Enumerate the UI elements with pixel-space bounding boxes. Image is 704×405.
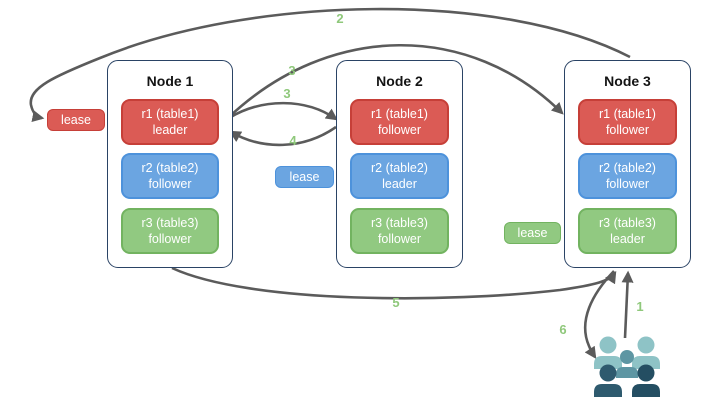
node-2-replica-r2: r2 (table2) leader: [350, 153, 449, 199]
arrow-step-2-node3-to-lease1: [29, 7, 631, 122]
users-group-icon: [594, 336, 660, 397]
replica-role: follower: [377, 232, 422, 246]
replica-role: follower: [605, 123, 650, 137]
node-3-title: Node 3: [604, 73, 651, 89]
replica-name: r1 (table1): [141, 106, 199, 121]
replica-role: follower: [148, 232, 192, 246]
person-body-icon: [594, 384, 622, 397]
person-head-icon: [637, 336, 655, 354]
node-1-replica-r2: r2 (table2) follower: [121, 153, 219, 199]
node-3-replica-r3: r3 (table3) leader: [578, 208, 677, 254]
arrow-step-3-node1-to-node2: [228, 101, 338, 121]
node-3-replica-r2: r2 (table2) follower: [578, 153, 677, 199]
lease-label: lease: [61, 113, 91, 127]
node-2: Node 2 r1 (table1) follower r2 (table2) …: [336, 60, 463, 268]
person-body-icon: [632, 356, 660, 369]
node-1: Node 1 r1 (table1) leader r2 (table2) fo…: [107, 60, 233, 268]
lease-badge-table1: lease: [47, 109, 105, 131]
lease-badge-table2: lease: [275, 166, 334, 188]
person-body-icon: [594, 356, 622, 369]
replica-role: follower: [148, 177, 192, 191]
arrow-step-1-clients-to-node3: [621, 270, 634, 339]
node-2-title: Node 2: [376, 73, 423, 89]
flow-label-step-5: 5: [392, 295, 400, 310]
node-2-replica-r1: r1 (table1) follower: [350, 99, 449, 145]
lease-label: lease: [289, 170, 320, 184]
person-head-icon: [599, 364, 617, 382]
flow-label-step-1: 1: [636, 299, 644, 314]
node-1-replica-r1: r1 (table1) leader: [121, 99, 219, 145]
replica-role: follower: [605, 177, 650, 191]
flow-label-step-4: 4: [289, 133, 297, 148]
replica-name: r3 (table3): [371, 215, 428, 230]
replica-name: r2 (table2): [141, 160, 199, 175]
lease-badge-table3: lease: [504, 222, 561, 244]
arrow-step-4-node2-to-node1: [228, 125, 337, 147]
flow-label-step-3-to-node3: 3: [288, 63, 296, 78]
person-head-icon: [620, 350, 634, 364]
arrow-step-6-node3-to-clients: [583, 270, 615, 359]
lease-label: lease: [517, 226, 548, 240]
person-head-icon: [599, 336, 617, 354]
person-head-icon: [637, 364, 655, 382]
replica-name: r2 (table2): [371, 160, 428, 175]
replica-name: r2 (table2): [599, 160, 656, 175]
flow-label-step-2: 2: [336, 11, 344, 26]
arrow-step-3-node1-to-node3: [228, 44, 564, 118]
replica-name: r1 (table1): [599, 106, 656, 121]
node-3-replica-r1: r1 (table1) follower: [578, 99, 677, 145]
node-2-replica-r3: r3 (table3) follower: [350, 208, 449, 254]
replica-role: leader: [382, 177, 417, 191]
node-1-title: Node 1: [146, 73, 194, 89]
person-body-icon: [616, 367, 638, 378]
node-1-replica-r3: r3 (table3) follower: [121, 208, 219, 254]
flow-label-step-6: 6: [559, 322, 567, 337]
replica-role: follower: [377, 123, 422, 137]
person-body-icon: [632, 384, 660, 397]
replica-role: leader: [152, 123, 188, 137]
flow-label-step-3-to-node2: 3: [283, 86, 291, 101]
node-3: Node 3 r1 (table1) follower r2 (table2) …: [564, 60, 691, 268]
replica-name: r3 (table3): [141, 215, 199, 230]
arrow-step-5-node1-to-node3: [171, 266, 617, 300]
replica-name: r3 (table3): [599, 215, 656, 230]
replica-name: r1 (table1): [371, 106, 428, 121]
replica-role: leader: [610, 232, 645, 246]
